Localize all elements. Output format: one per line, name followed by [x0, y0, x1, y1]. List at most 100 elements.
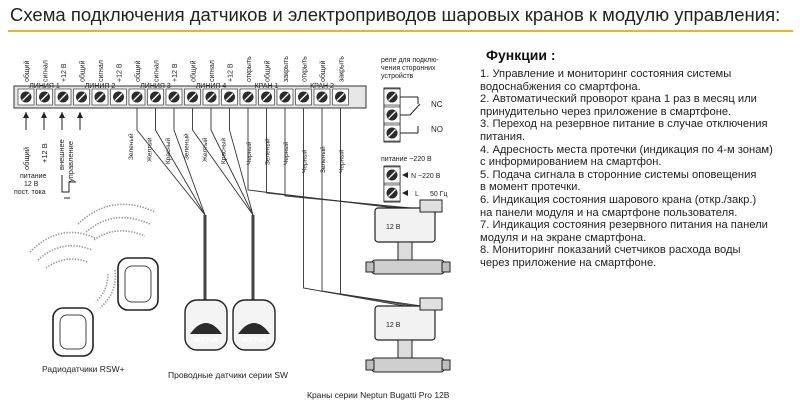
function-line: 5. Подача сигнала в сторонние системы оп…: [480, 168, 757, 181]
relay-label-2: чения сторонних: [381, 65, 436, 72]
sensor-wire: [155, 108, 206, 216]
terminal-label: закрыть: [283, 56, 290, 82]
terminal-screw: [202, 88, 220, 106]
terminal-label: общий: [264, 60, 272, 82]
function-line: 1. Управление и мониторинг состояния сис…: [480, 68, 732, 80]
relay-nc: NC: [431, 100, 443, 109]
function-line: через приложение на смартфоне.: [480, 256, 657, 269]
caption-wired: Проводные датчики серии SW: [168, 370, 288, 380]
mains-n: N ~220 В: [411, 173, 441, 180]
left-inputs: общий +12 В внешнее управление питание 1…: [14, 112, 83, 199]
function-line: с информированием на смартфон.: [480, 156, 662, 169]
terminal-label: сигнал: [154, 60, 161, 82]
terminal-label: открыть: [246, 56, 253, 82]
terminal-label: сигнал: [209, 60, 216, 82]
page-title: Схема подключения датчиков и электроприв…: [10, 4, 781, 25]
wire-color-label: Черный: [301, 149, 309, 173]
sensor-wire: [192, 108, 254, 216]
terminal-label: закрыть: [339, 56, 346, 82]
terminal-screw: [146, 88, 165, 106]
terminal-screw: [109, 88, 128, 106]
function-line: 3. Переход на резервное питание в случае…: [480, 118, 768, 131]
valve-wire: [340, 108, 422, 307]
function-line: модуля и на экране смартфона.: [480, 231, 647, 244]
input-common: общий: [22, 147, 31, 170]
wire-color-label: Красный: [220, 137, 228, 164]
input-external: внешнее: [57, 139, 66, 170]
terminal-label: общий: [190, 60, 198, 82]
terminal-label: +12 В: [228, 63, 235, 82]
mains-l: L: [415, 191, 419, 198]
function-line: на панели модуля и на смартфоне пользова…: [480, 206, 738, 219]
terminal-screw: [276, 88, 294, 106]
function-line: принудительно через приложение в смартфо…: [480, 105, 732, 118]
input-control: управление: [66, 141, 75, 182]
relay-label-3: устройств: [381, 72, 414, 80]
power-note-3: пост. тока: [14, 189, 46, 196]
valve-wire: [284, 108, 412, 209]
terminal-screw: [54, 88, 72, 106]
wire-color-label: Желтый: [146, 137, 154, 162]
power-note-2: 12 В: [24, 181, 39, 188]
mains-label: питание ~220 В: [381, 156, 432, 163]
terminal-screw: [91, 88, 109, 106]
terminal-screw: [294, 88, 313, 106]
valve1-voltage: 12 В: [386, 224, 401, 231]
relay-no: NO: [431, 125, 443, 134]
function-line: водоснабжения со смартфона.: [480, 80, 641, 93]
relay-block: реле для подклю- чения сторонних устройс…: [381, 57, 443, 143]
terminal-label: +12 В: [172, 63, 179, 82]
terminal-screw: [165, 88, 183, 106]
sensor-wire: [229, 108, 254, 216]
wire-color-label: Красный: [164, 137, 172, 164]
group-label: КРАН 2: [310, 83, 334, 90]
title-underline: [8, 30, 793, 32]
terminal-label: +12 В: [117, 63, 124, 82]
mains-block: питание ~220 В N ~220 В L 50 Гц: [381, 156, 448, 203]
wire-color-label: Зеленый: [319, 146, 327, 173]
group-label: ЛИНИЯ 3: [140, 83, 171, 90]
sensor-wire: [173, 108, 206, 216]
function-line: 6. Индикация состояния шарового крана (о…: [480, 193, 757, 206]
terminal-screw: [72, 88, 91, 106]
terminal-label: открыть: [302, 56, 309, 82]
function-line: 7. Индикация состояния резервного питани…: [480, 219, 768, 232]
wire-color-label: Черный: [338, 149, 346, 173]
group-label: ЛИНИЯ 1: [29, 83, 60, 90]
radio-sensors: Радиодатчики RSW+: [29, 203, 159, 374]
sensor-wire: [136, 108, 206, 216]
mains-freq: 50 Гц: [430, 191, 448, 198]
valve2-voltage: 12 В: [386, 322, 401, 329]
caption-radio: Радиодатчики RSW+: [42, 364, 125, 374]
brand-2: NEPTUN: [241, 338, 266, 344]
valve-wire: [303, 108, 406, 307]
group-label: ЛИНИЯ 4: [196, 83, 227, 90]
relay-label-1: реле для подклю-: [381, 57, 439, 64]
terminal-screw: [220, 88, 239, 106]
power-note-1: питание: [20, 173, 46, 180]
terminal-screw: [35, 88, 54, 106]
function-line: питания.: [480, 130, 526, 143]
terminal-screw: [257, 88, 276, 106]
terminal-label: общий: [319, 60, 327, 82]
wire-color-label: Зеленый: [264, 138, 272, 165]
wire-color-label: Желтый: [201, 137, 209, 162]
function-line: 2. Автоматический проворот крана 1 раз в…: [480, 93, 757, 106]
terminal-label: общий: [134, 60, 142, 82]
function-line: 8. Мониторинг показаний счетчиков расход…: [480, 244, 741, 257]
wire-color-label: Черный: [282, 141, 290, 165]
input-12v: +12 В: [40, 143, 49, 163]
wire-color-label: Зеленый: [127, 133, 135, 160]
wire-color-label: Черный: [245, 141, 253, 165]
brand-1: NEPTUN: [193, 338, 218, 344]
functions-title: Функции :: [486, 47, 556, 63]
valve-wire: [321, 108, 414, 307]
function-line: в момент протечки.: [480, 181, 581, 194]
terminal-screw: [183, 88, 202, 106]
function-line: 4. Адресность места протечки (индикация …: [480, 143, 773, 156]
terminal-label: +12 В: [61, 63, 68, 82]
terminal-screw: [17, 88, 35, 106]
